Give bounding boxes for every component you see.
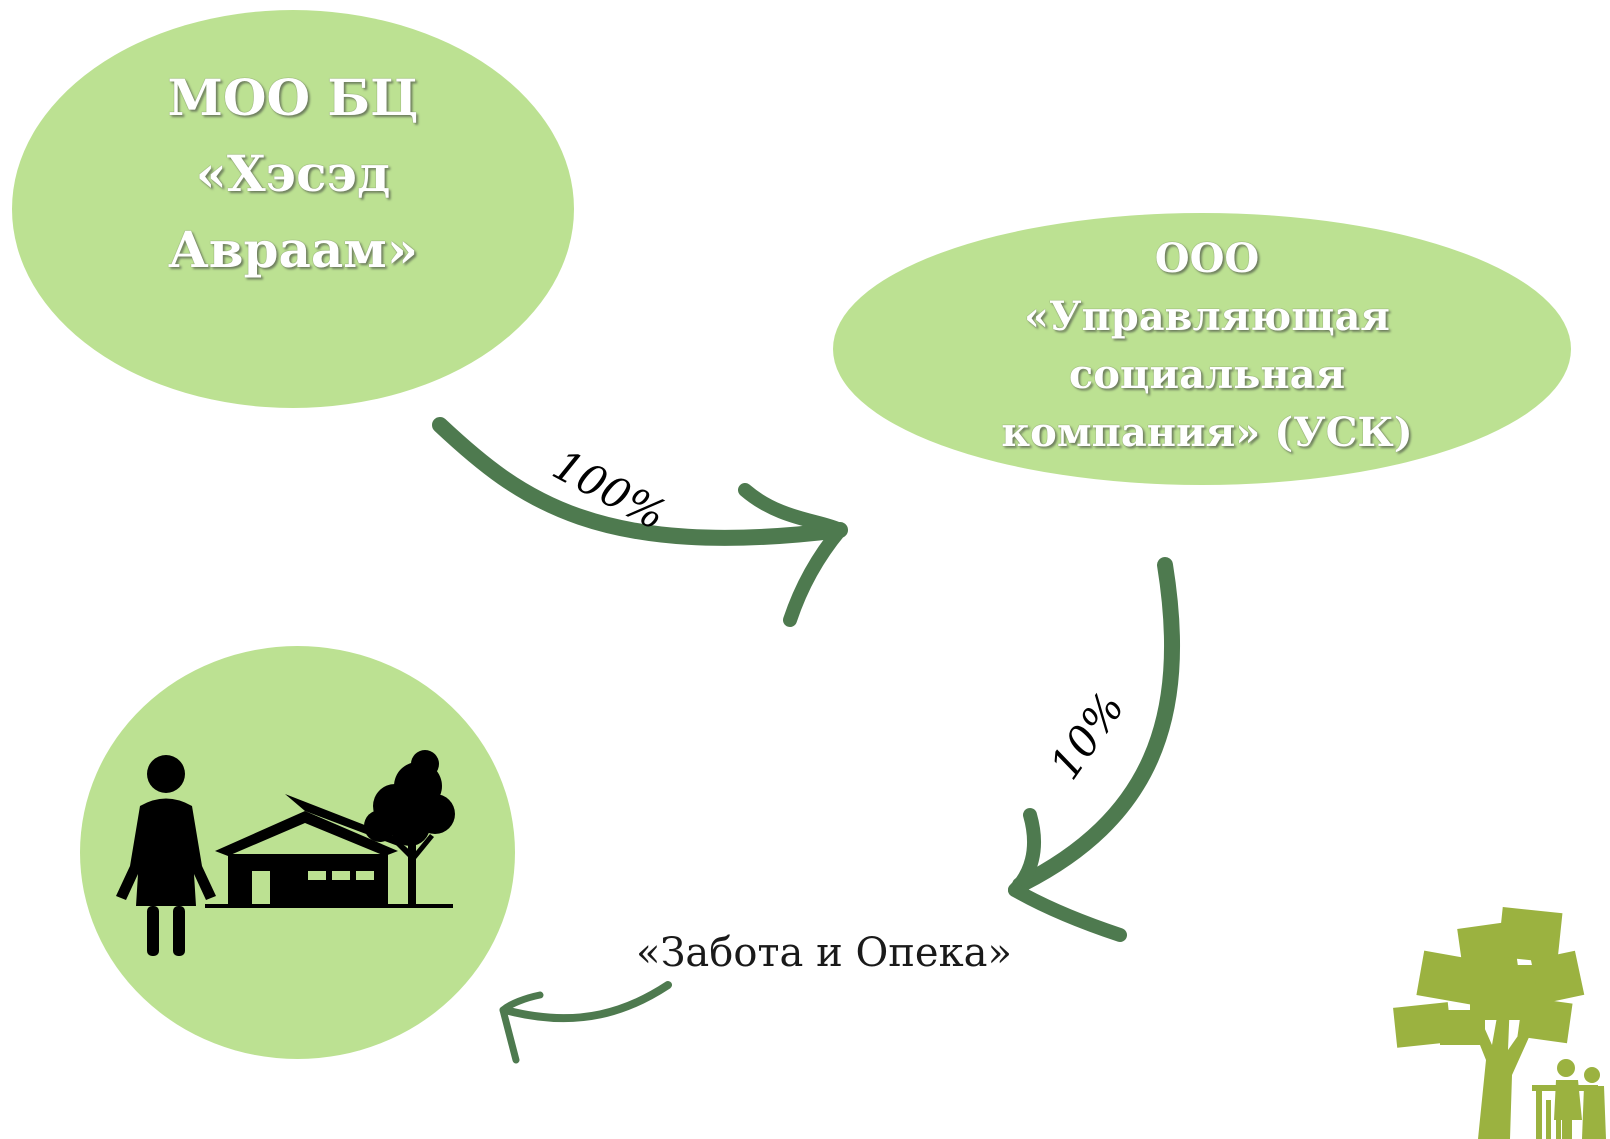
arrow-label-to-care: [499, 981, 672, 1064]
node-care-circle: [80, 646, 515, 1059]
node-hesed-avraam: МОО БЦ «Хэсэд Авраам»: [12, 10, 574, 408]
arrow-hesed-to-usk: [432, 417, 848, 627]
caregiver-house-tree-icon: [116, 750, 455, 956]
arrow-usk-to-care: [1008, 557, 1181, 942]
node-usk: ООО «Управляющая социальная компания» (У…: [833, 213, 1571, 485]
care-label: «Забота и Опека»: [636, 930, 1012, 976]
node-usk-label: ООО «Управляющая социальная компания» (У…: [1001, 235, 1413, 456]
node-hesed-label: МОО БЦ «Хэсэд Авраам»: [167, 68, 419, 279]
